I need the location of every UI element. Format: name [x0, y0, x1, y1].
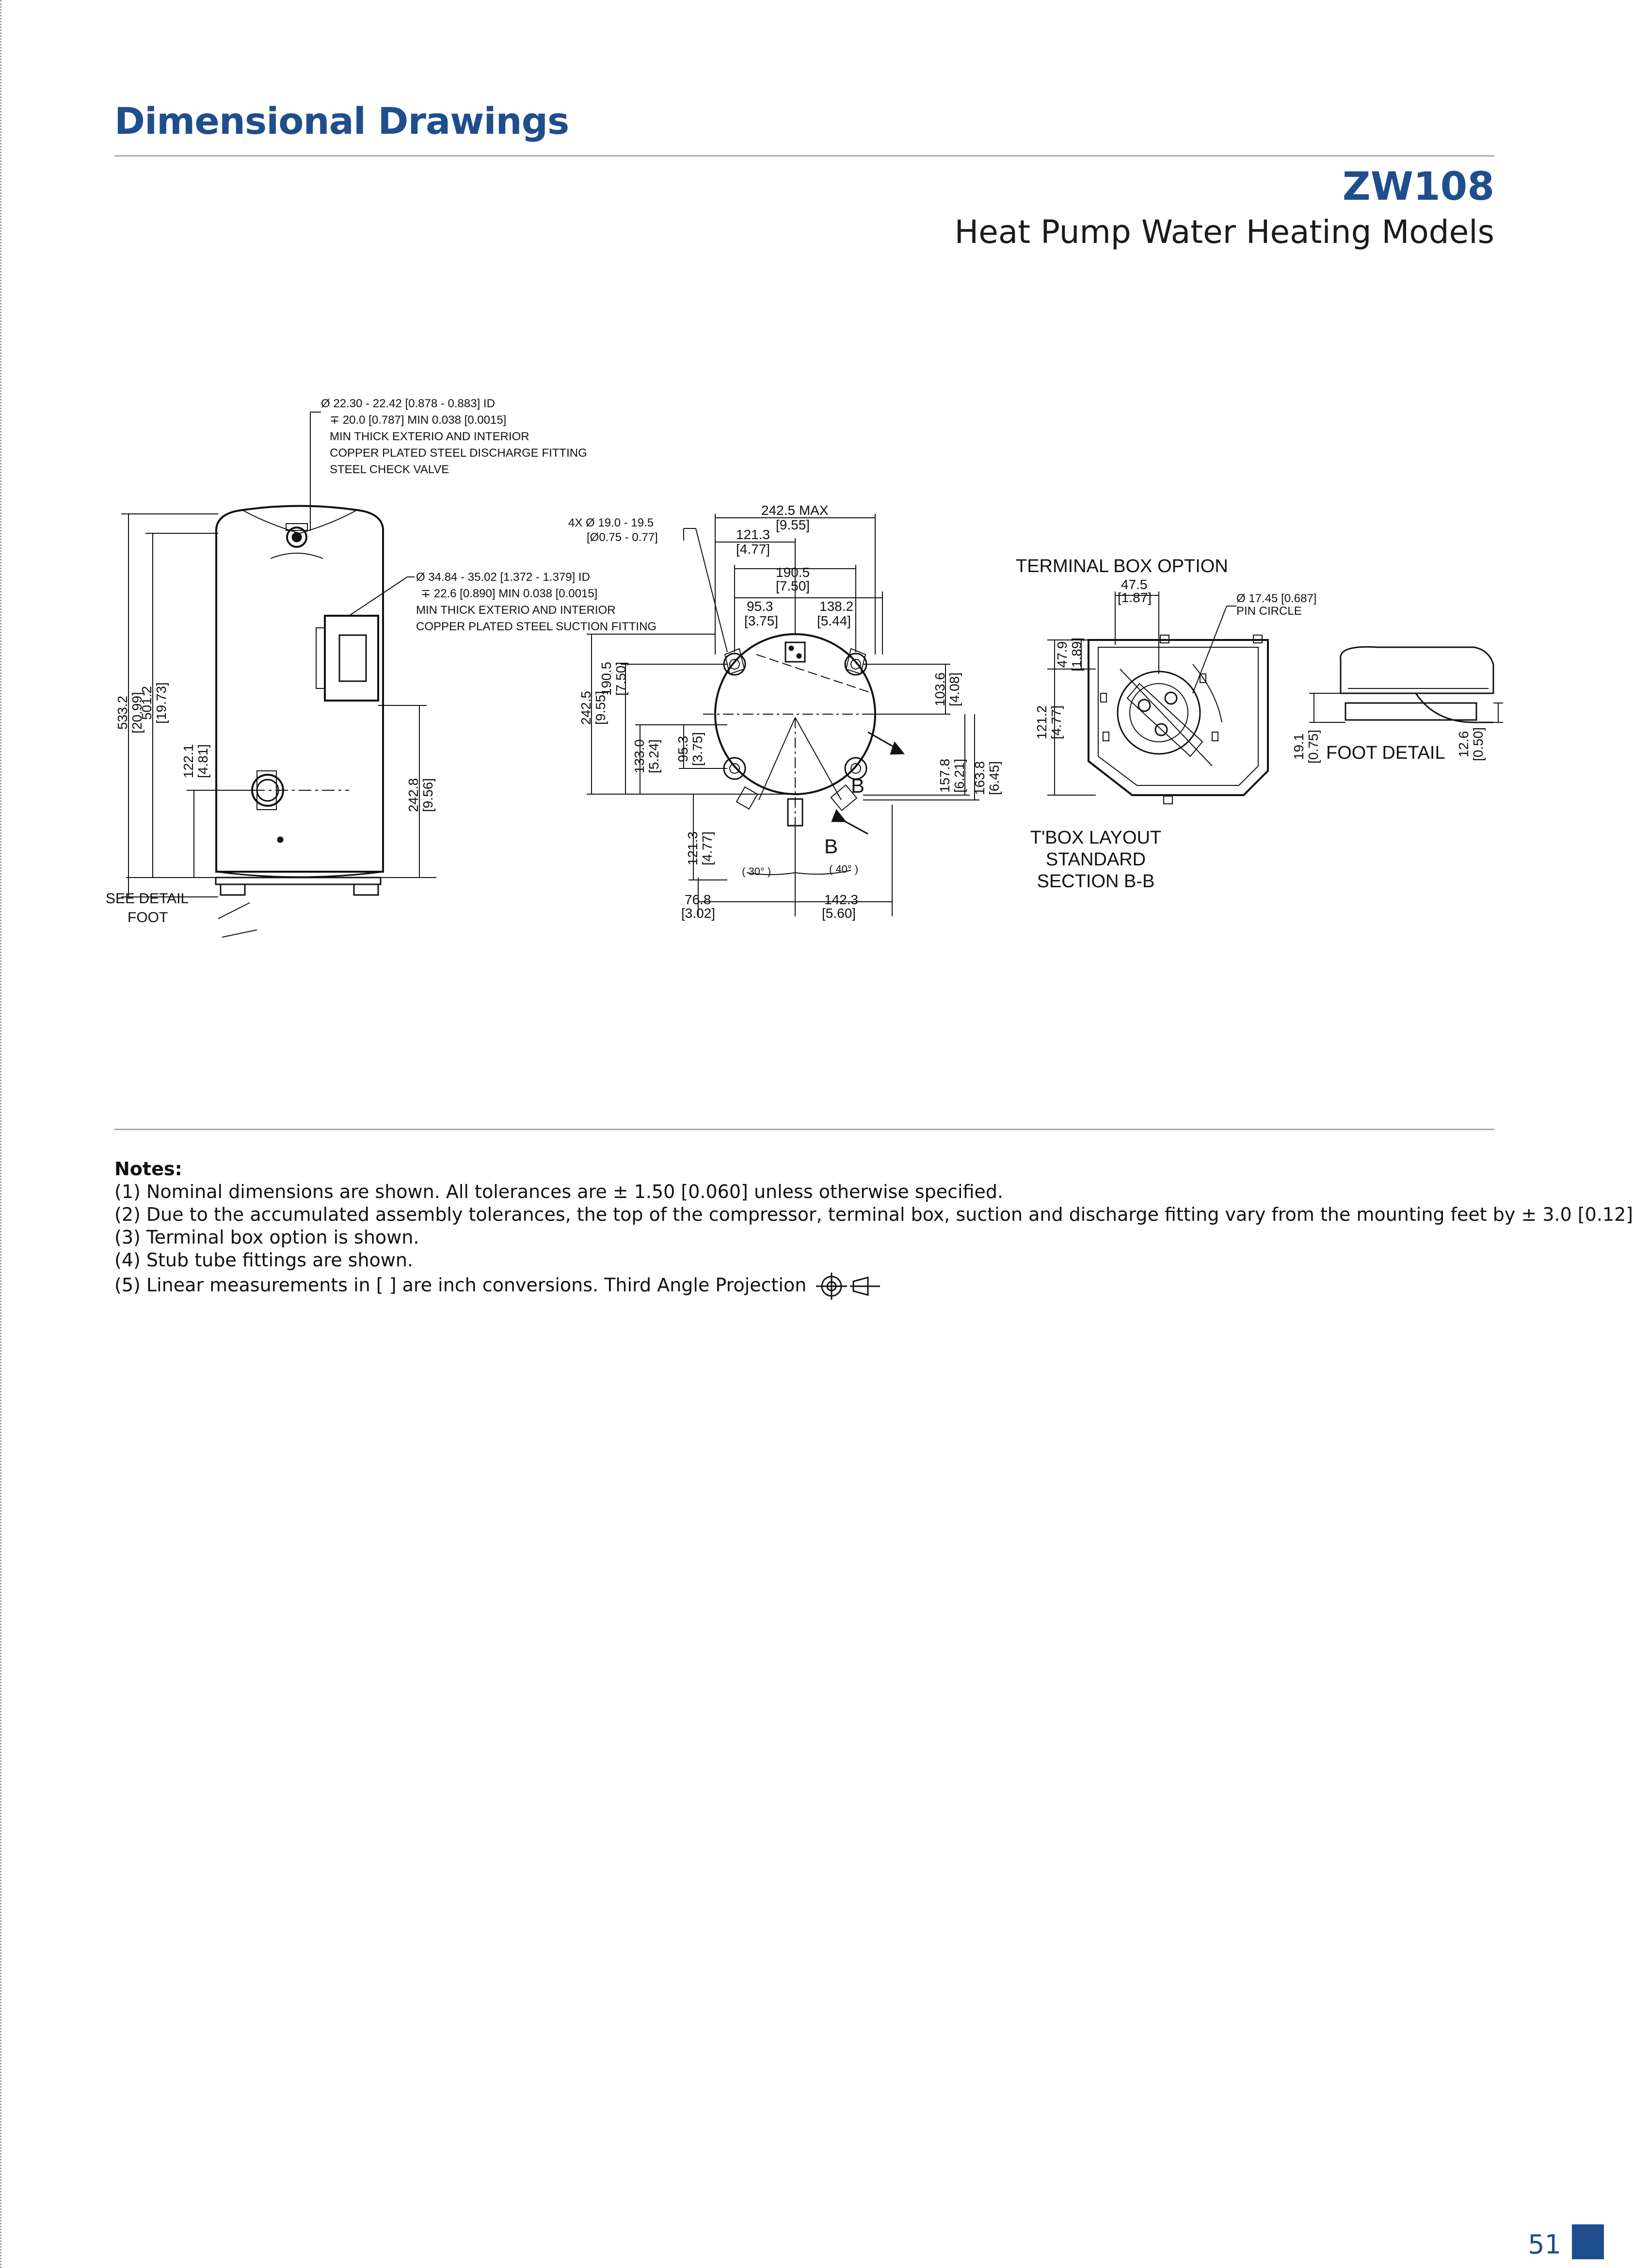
dim-242-8-in: [9.56] — [420, 778, 435, 812]
note-1: (1) Nominal dimensions are shown. All to… — [114, 1181, 1004, 1202]
foot-detail — [1340, 646, 1494, 723]
discharge-callout-2: ∓ 20.0 [0.787] MIN 0.038 [0.0015] — [330, 414, 506, 427]
page-edge-dotted-line — [0, 0, 3, 2268]
dim-v95-3-mm: 95.3 — [675, 736, 690, 763]
suction-callout-1: Ø 34.84 - 35.02 [1.372 - 1.379] ID — [416, 571, 590, 584]
dim-533-2-mm: 533.2 — [115, 696, 130, 730]
notes-section: Notes: (1) Nominal dimensions are shown.… — [114, 1158, 1633, 1301]
dim-501-2-in: [19.73] — [154, 682, 169, 724]
tbox-dim-47-5-in: [1.87] — [1118, 590, 1152, 605]
dim-v157-8-in: [6.21] — [952, 759, 967, 793]
tbox-dim-v47-9-mm: 47.9 — [1055, 641, 1070, 668]
tbox-dim-v47-9-in: [1.89] — [1069, 638, 1084, 671]
dim-76-8-in: [3.02] — [681, 906, 715, 921]
dim-v163-8-in: [6.45] — [987, 761, 1002, 795]
foot-dim-12-6-mm: 12.6 — [1456, 731, 1471, 758]
note-5: (5) Linear measurements in [ ] are inch … — [114, 1274, 807, 1296]
dim-v242-5-in: [9.55] — [593, 691, 608, 725]
tbox-dim-v121-2-mm: 121.2 — [1034, 705, 1049, 739]
note-3: (3) Terminal box option is shown. — [114, 1227, 419, 1248]
dim-v157-8-mm: 157.8 — [937, 759, 952, 793]
mount-holes-mm: 4X Ø 19.0 - 19.5 — [568, 516, 654, 529]
model-subtitle: Heat Pump Water Heating Models — [954, 213, 1494, 251]
suction-callout-3: MIN THICK EXTERIO AND INTERIOR — [416, 604, 616, 617]
dim-v163-8-mm: 163.8 — [972, 761, 987, 795]
dim-v103-6-in: [4.08] — [947, 672, 962, 706]
width-max-in: [9.55] — [776, 517, 810, 532]
tbox-caption-2: STANDARD — [1046, 849, 1146, 870]
dim-121-3-in: [4.77] — [736, 542, 770, 557]
notes-title: Notes: — [114, 1158, 182, 1180]
header-divider — [114, 155, 1494, 157]
suction-callout-4: COPPER PLATED STEEL SUCTION FITTING — [416, 620, 656, 633]
dim-142-3-mm: 142.3 — [824, 892, 858, 907]
dim-v190-5-in: [7.50] — [613, 662, 628, 696]
section-mark-bottom: B — [824, 835, 838, 858]
dim-121-3-mm: 121.3 — [736, 527, 770, 542]
tbox-dim-47-5-mm: 47.5 — [1121, 577, 1148, 592]
discharge-callout-3: MIN THICK EXTERIO AND INTERIOR — [330, 430, 529, 443]
dim-533-2-in: [20.99] — [129, 692, 144, 734]
page-tab-marker — [1572, 2224, 1604, 2259]
dim-76-8-mm: 76.8 — [685, 892, 711, 907]
dim-122-1-mm: 122.1 — [181, 744, 196, 778]
top-view-compressor — [703, 633, 905, 835]
note-2: (2) Due to the accumulated assembly tole… — [114, 1204, 1633, 1225]
dim-v133-0-in: [5.24] — [646, 739, 661, 773]
side-view-dimensions — [121, 412, 436, 938]
dim-v190-5-mm: 190.5 — [599, 662, 614, 696]
dim-242-8-mm: 242.8 — [406, 778, 421, 812]
side-view-compressor — [215, 505, 384, 896]
discharge-callout-4: COPPER PLATED STEEL DISCHARGE FITTING — [330, 447, 587, 460]
pin-circle-label: PIN CIRCLE — [1236, 605, 1302, 618]
section-mark-right: B — [851, 774, 865, 797]
dim-95-3-mm: 95.3 — [747, 599, 773, 614]
dim-190-5-in: [7.50] — [776, 578, 810, 593]
foot-dim-19-1-mm: 19.1 — [1291, 734, 1306, 760]
dim-v95-3-in: [3.75] — [690, 732, 705, 766]
discharge-callout-1: Ø 22.30 - 22.42 [0.878 - 0.883] ID — [321, 397, 495, 410]
dim-v103-6-mm: 103.6 — [932, 672, 947, 706]
tbox-caption-1: T'BOX LAYOUT — [1030, 828, 1162, 848]
page-number: 51 — [1528, 2229, 1561, 2260]
section-title: Dimensional Drawings — [114, 99, 569, 143]
foot-label: FOOT — [128, 910, 168, 926]
mount-holes-in: [Ø0.75 - 0.77] — [587, 531, 658, 544]
foot-dim-12-6-in: [0.50] — [1471, 727, 1486, 761]
dimensional-drawing: Ø 22.30 - 22.42 [0.878 - 0.883] ID ∓ 20.… — [106, 397, 1503, 938]
top-view-dimensions — [587, 514, 979, 916]
pin-circle-dim: Ø 17.45 [0.687] — [1236, 592, 1316, 605]
foot-dim-19-1-in: [0.75] — [1306, 730, 1321, 764]
notes-divider — [114, 1129, 1494, 1130]
terminal-box-dimensions — [1047, 591, 1236, 796]
dim-122-1-in: [4.81] — [195, 744, 210, 778]
see-detail-label: SEE DETAIL — [106, 891, 189, 907]
dim-v133-0-mm: 133.0 — [632, 739, 647, 773]
angle-40-label: ( 40° ) — [829, 863, 858, 875]
terminal-box-option — [1088, 635, 1269, 804]
dim-138-2-mm: 138.2 — [819, 599, 853, 614]
discharge-callout-5: STEEL CHECK VALVE — [330, 463, 449, 476]
suction-callout-2: ∓ 22.6 [0.890] MIN 0.038 [0.0015] — [421, 587, 597, 600]
tbox-caption-3: SECTION B-B — [1037, 871, 1155, 892]
note-4: (4) Stub tube fittings are shown. — [114, 1249, 414, 1271]
tbox-dim-v121-2-in: [4.77] — [1049, 705, 1064, 739]
dim-95-3-in: [3.75] — [744, 613, 778, 628]
dim-v242-5-mm: 242.5 — [578, 691, 593, 725]
dim-138-2-in: [5.44] — [817, 613, 851, 628]
foot-detail-label: FOOT DETAIL — [1326, 743, 1445, 763]
dim-501-2-mm: 501.2 — [139, 686, 154, 720]
dim-v121-3-in: [4.77] — [700, 831, 715, 865]
model-name: ZW108 — [1342, 164, 1494, 209]
dim-190-5-mm: 190.5 — [776, 565, 810, 580]
width-max-mm: 242.5 MAX — [761, 503, 829, 518]
dim-v121-3-mm: 121.3 — [685, 831, 700, 865]
angle-30-label: ( 30° ) — [742, 865, 771, 878]
terminal-box-title: TERMINAL BOX OPTION — [1016, 556, 1228, 576]
foot-detail-dimensions — [1309, 693, 1503, 723]
third-angle-projection-icon — [816, 1273, 881, 1300]
dim-142-3-in: [5.60] — [822, 906, 856, 921]
